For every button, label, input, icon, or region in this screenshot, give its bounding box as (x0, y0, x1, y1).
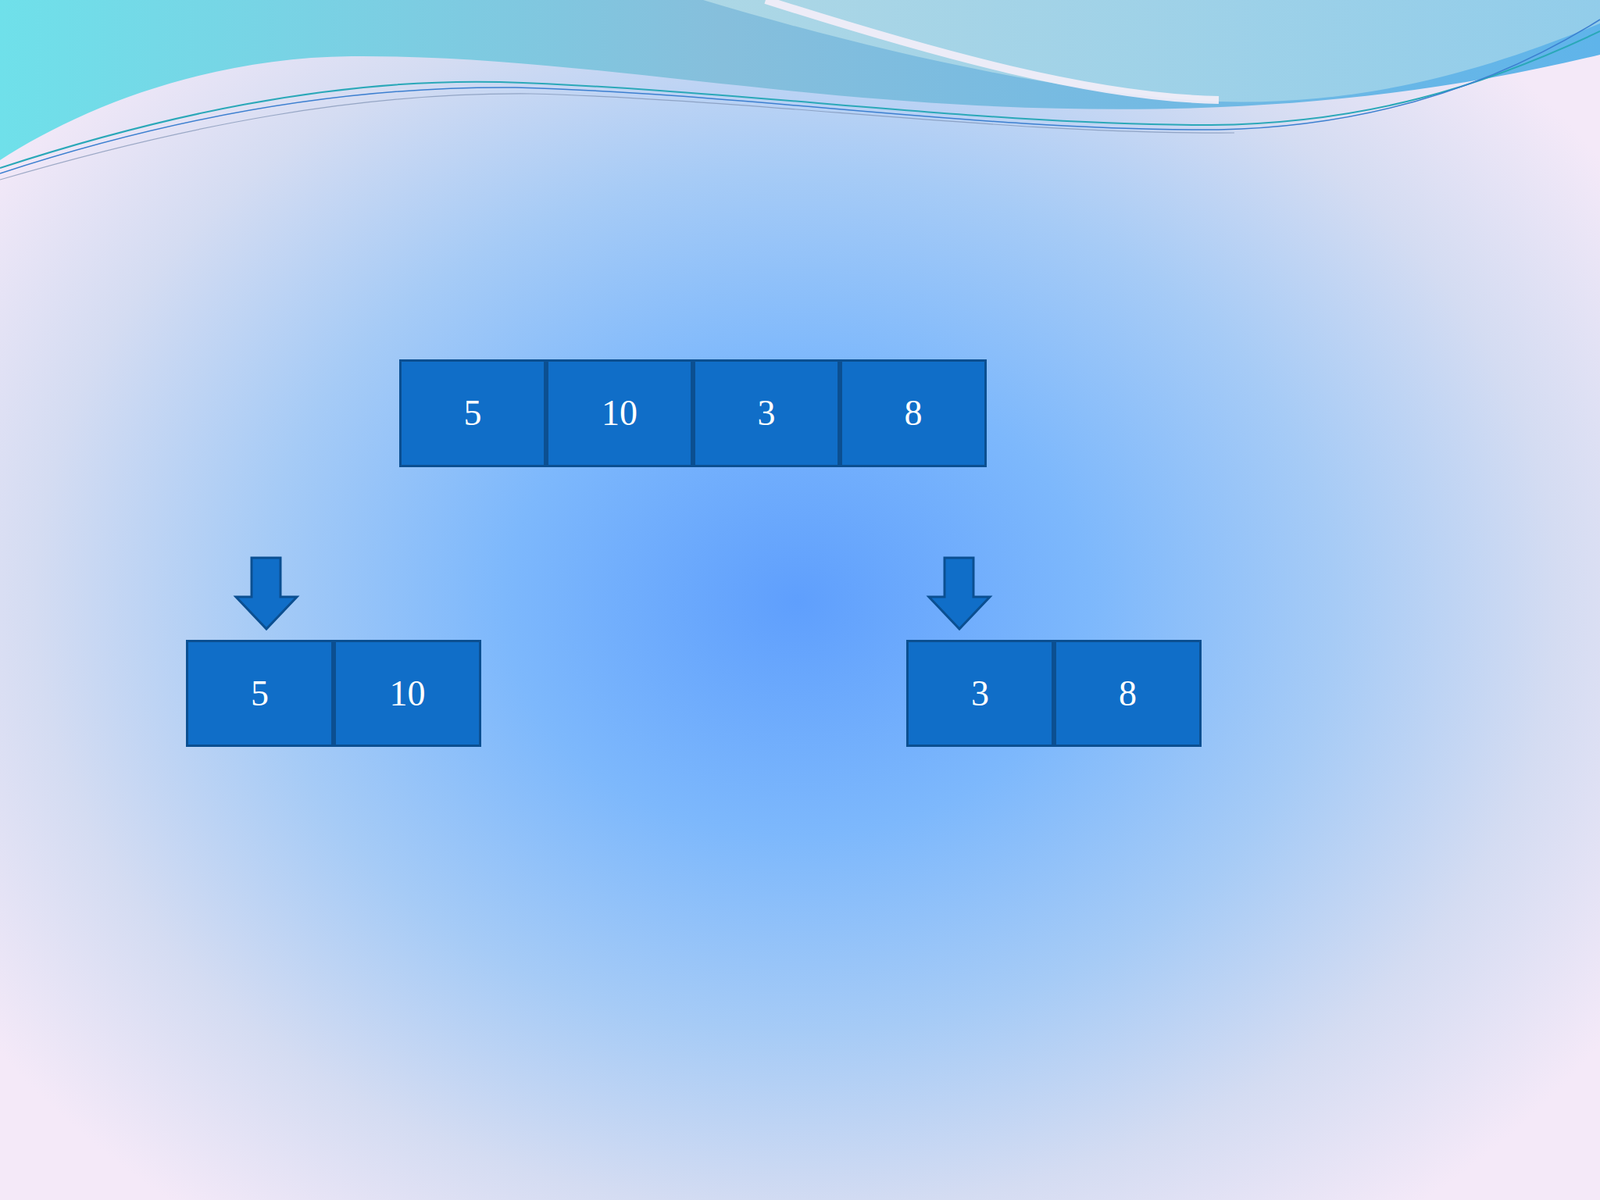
down-arrow (928, 557, 990, 629)
cell-value: 3 (757, 395, 776, 432)
down-arrow (235, 557, 297, 629)
array-cell: 8 (839, 359, 987, 468)
top-wave-highlight (703, 0, 1600, 102)
cell-value: 10 (601, 395, 638, 432)
cell-value: 3 (971, 675, 990, 712)
array-cell: 3 (906, 639, 1054, 747)
cell-value: 5 (250, 675, 269, 712)
array-cell: 10 (546, 359, 693, 468)
array-cell: 8 (1053, 639, 1202, 747)
cell-value: 10 (389, 675, 426, 712)
wave-line (0, 93, 1235, 180)
array-cell: 5 (399, 359, 547, 468)
cell-value: 5 (464, 395, 483, 432)
wave-line (0, 31, 1600, 168)
cell-value: 8 (1118, 675, 1137, 712)
array-cell: 3 (692, 359, 840, 468)
cell-value: 8 (904, 395, 923, 432)
array-cell: 5 (185, 639, 334, 747)
array-cell: 10 (333, 639, 482, 747)
wave-line (765, 0, 1219, 100)
wave-line (0, 19, 1600, 174)
top-wave (0, 0, 1600, 161)
